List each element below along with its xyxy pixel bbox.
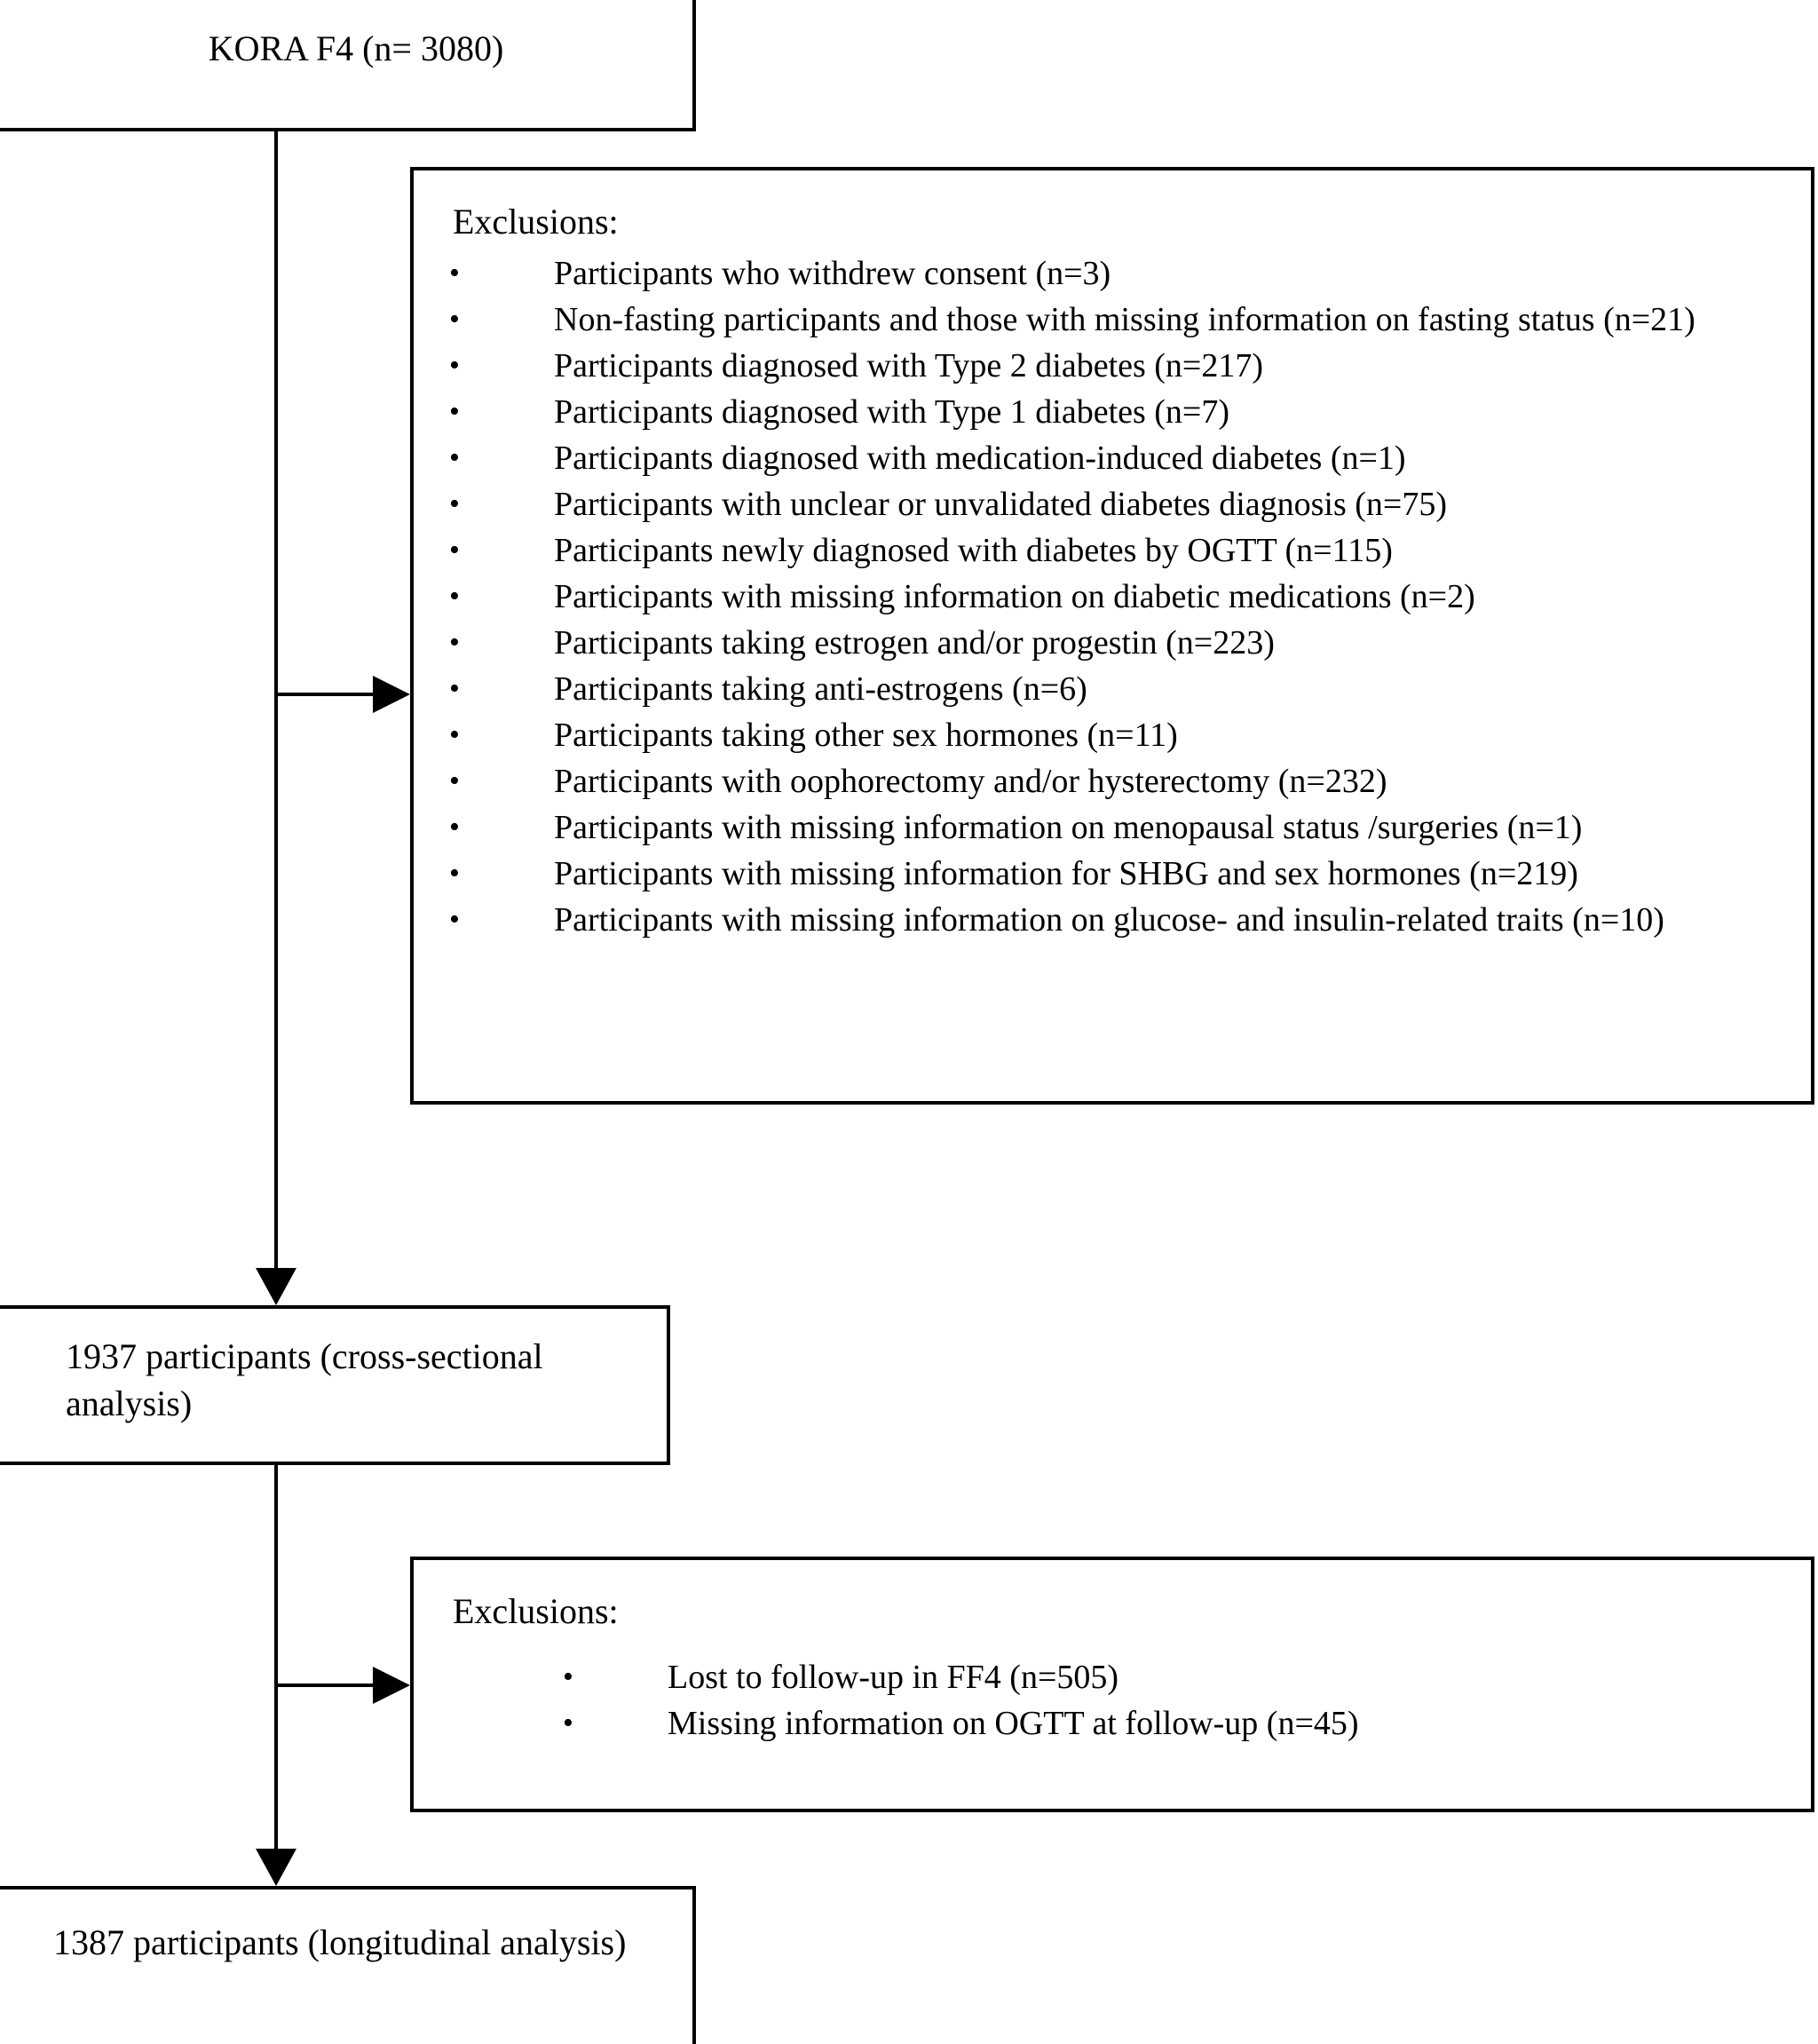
list-item-label: Participants with missing information on…: [554, 901, 1664, 939]
list-item-label: Participants with oophorectomy and/or hy…: [554, 763, 1387, 800]
exclusions-primary-list: • Participants who withdrew consent (n=3)…: [449, 250, 1804, 943]
node-longitudinal: 1387 participants (longitudinal analysis…: [0, 1886, 696, 2044]
list-item-label: Participants taking estrogen and/or prog…: [554, 624, 1275, 662]
list-item: • Missing information on OGTT at follow-u…: [563, 1700, 1804, 1747]
list-item-label: Participants taking anti-estrogens (n=6): [554, 670, 1087, 708]
list-item: • Participants diagnosed with Type 1 diab…: [449, 389, 1804, 435]
bullet-icon: •: [449, 441, 460, 474]
list-item: • Participants who withdrew consent (n=3): [449, 250, 1804, 297]
bullet-icon: •: [449, 534, 460, 566]
list-item-label: Participants taking other sex hormones (…: [554, 717, 1178, 754]
list-item-label: Participants with missing information on…: [554, 578, 1475, 615]
arrowhead-exclusions-2: [373, 1667, 410, 1704]
list-item-label: Participants with unclear or unvalidated…: [554, 486, 1447, 523]
list-item-label: Non-fasting participants and those with …: [554, 301, 1695, 338]
bullet-icon: •: [449, 903, 460, 936]
list-item-label: Lost to follow-up in FF4 (n=505): [668, 1659, 1119, 1696]
list-item-label: Participants diagnosed with Type 1 diabe…: [554, 393, 1230, 431]
connector-branch-exclusions-1: [276, 693, 391, 696]
connector-crosssectional-to-longitudinal: [274, 1465, 278, 1849]
bullet-icon: •: [563, 1660, 573, 1693]
list-item-label: Missing information on OGTT at follow-up…: [668, 1705, 1359, 1742]
list-item: • Participants newly diagnosed with diabe…: [449, 527, 1804, 574]
list-item: • Participants diagnosed with medication-…: [449, 435, 1804, 481]
connector-source-to-crosssectional: [274, 131, 278, 1268]
bullet-icon: •: [449, 811, 460, 844]
connector-branch-exclusions-2: [276, 1684, 391, 1687]
list-item: • Participants with missing information o…: [449, 897, 1804, 943]
node-source-cohort: KORA F4 (n= 3080): [0, 0, 696, 131]
bullet-icon: •: [449, 718, 460, 751]
bullet-icon: •: [449, 303, 460, 336]
list-item-label: Participants with missing information fo…: [554, 855, 1578, 892]
bullet-icon: •: [449, 857, 460, 890]
list-item: • Participants with missing information f…: [449, 851, 1804, 897]
node-cross-sectional: 1937 participants (cross-sectional analy…: [0, 1305, 670, 1465]
exclusions-followup-list: • Lost to follow-up in FF4 (n=505) • Missi…: [563, 1654, 1804, 1747]
list-item-label: Participants who withdrew consent (n=3): [554, 255, 1111, 292]
list-item: • Lost to follow-up in FF4 (n=505): [563, 1654, 1804, 1700]
node-longitudinal-label: 1387 participants (longitudinal analysis…: [53, 1922, 627, 1962]
list-item-label: Participants diagnosed with medication-i…: [554, 440, 1406, 477]
list-item: • Participants taking anti-estrogens (n=6…: [449, 666, 1804, 712]
bullet-icon: •: [563, 1707, 573, 1739]
list-item: • Participants with missing information o…: [449, 574, 1804, 620]
node-source-cohort-label: KORA F4 (n= 3080): [208, 28, 504, 68]
exclusions-primary-title: Exclusions:: [453, 202, 619, 242]
exclusions-followup-title: Exclusions:: [453, 1591, 619, 1631]
arrowhead-exclusions-1: [373, 676, 410, 713]
bullet-icon: •: [449, 487, 460, 520]
arrowhead-crosssectional-to-longitudinal: [256, 1849, 296, 1886]
list-item: • Participants with missing information o…: [449, 804, 1804, 851]
bullet-icon: •: [449, 349, 460, 382]
list-item: • Non-fasting participants and those with…: [449, 297, 1804, 343]
bullet-icon: •: [449, 626, 460, 659]
bullet-icon: •: [449, 257, 460, 289]
list-item: • Participants with unclear or unvalidate…: [449, 481, 1804, 527]
list-item: • Participants taking other sex hormones …: [449, 712, 1804, 758]
list-item-label: Participants diagnosed with Type 2 diabe…: [554, 347, 1264, 384]
bullet-icon: •: [449, 672, 460, 705]
list-item-label: Participants newly diagnosed with diabet…: [554, 532, 1393, 569]
bullet-icon: •: [449, 580, 460, 613]
exclusions-box-followup: Exclusions: • Lost to follow-up in FF4 (n…: [410, 1557, 1814, 1812]
list-item: • Participants taking estrogen and/or pro…: [449, 620, 1804, 666]
list-item: • Participants with oophorectomy and/or h…: [449, 758, 1804, 804]
node-cross-sectional-label: 1937 participants (cross-sectional analy…: [66, 1336, 543, 1423]
list-item-label: Participants with missing information on…: [554, 809, 1583, 846]
bullet-icon: •: [449, 395, 460, 428]
bullet-icon: •: [449, 765, 460, 797]
arrowhead-source-to-crosssectional: [256, 1268, 296, 1305]
list-item: • Participants diagnosed with Type 2 diab…: [449, 343, 1804, 389]
exclusions-box-primary: Exclusions: • Participants who withdrew c…: [410, 167, 1814, 1105]
